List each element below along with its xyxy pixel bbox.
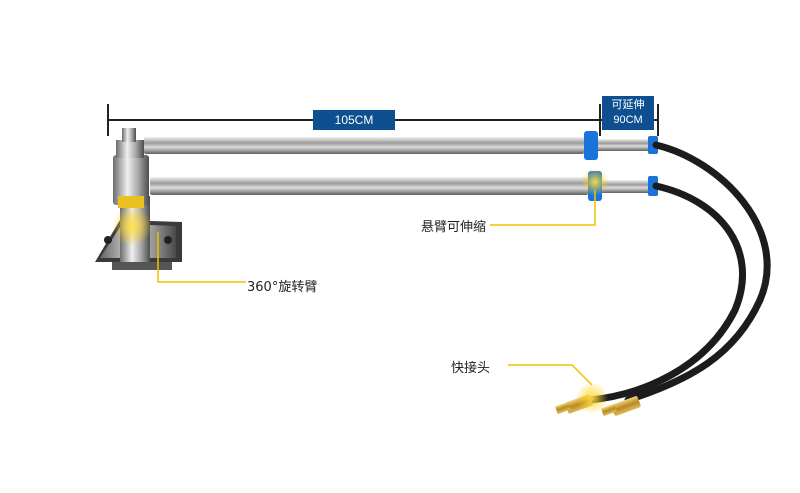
dimension-main-length: 105CM — [313, 110, 395, 130]
air-hoses — [586, 141, 771, 404]
callout-rotate-label: 360°旋转臂 — [247, 280, 318, 295]
callout-dot-telescopic — [581, 168, 609, 196]
callout-dot-coupler — [576, 382, 608, 414]
callout-coupler-label: 快接头 — [451, 361, 491, 376]
dimension-extension-line1: 可延伸 — [611, 99, 645, 111]
dimension-extension-line2: 90CM — [613, 114, 643, 126]
callout-dot-rotate — [112, 206, 152, 246]
upper-arm — [144, 131, 658, 160]
callout-telescopic-label: 悬臂可伸缩 — [421, 220, 487, 235]
swivel-column — [113, 128, 149, 208]
dimension-extension: 可延伸 90CM — [602, 96, 654, 130]
quick-coupler-right — [601, 396, 641, 417]
callout-leaders — [157, 190, 596, 386]
